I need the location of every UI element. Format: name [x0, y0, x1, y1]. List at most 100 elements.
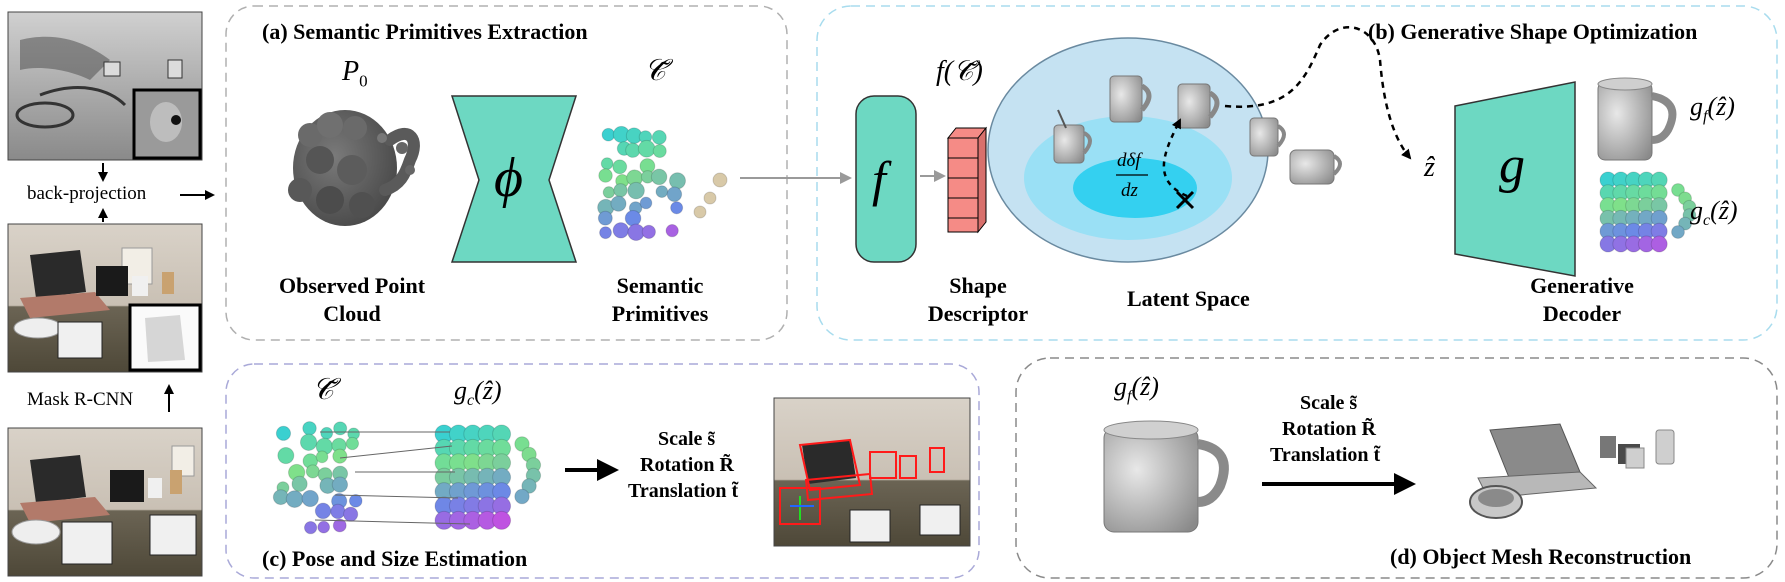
- primitive-sphere: [666, 186, 683, 202]
- primitive-sphere: [637, 139, 656, 158]
- g-symbol: g: [1499, 137, 1525, 194]
- recon-translation-line: Translation t̃: [1270, 444, 1381, 466]
- primitive-sphere: [693, 205, 707, 219]
- primitive-sphere: [1671, 183, 1685, 197]
- primitive-sphere: [303, 520, 318, 535]
- recon-gf-symbol: g: [1114, 372, 1127, 401]
- panel-a-title: (a) Semantic Primitives Extraction: [262, 19, 588, 44]
- primitive-sphere: [291, 475, 308, 492]
- gc-argument: (ẑ): [1710, 196, 1738, 225]
- primitive-sphere: [613, 183, 628, 198]
- pose-gc-symbol: g: [454, 376, 467, 405]
- primitive-sphere: [668, 172, 686, 190]
- primitive-sphere: [655, 185, 669, 198]
- latent-start-cross: [1175, 190, 1195, 210]
- primitive-sphere: [492, 510, 512, 530]
- pose-scale-line: Scale s̃: [658, 428, 716, 450]
- primitive-sphere: [305, 464, 320, 479]
- mask-rcnn-label: Mask R-CNN: [27, 389, 134, 410]
- latent-mugs: [1053, 75, 1342, 185]
- semantic-primitives-cloud: [597, 125, 728, 241]
- pose-semantic-cloud: [272, 421, 363, 535]
- primitive-sphere: [285, 490, 304, 508]
- shape-descriptor-caption: Shape Descriptor: [927, 273, 1029, 326]
- primitive-sphere: [1650, 235, 1668, 253]
- c-tilde-label: 𝒞̃: [644, 54, 666, 87]
- primitive-sphere: [599, 226, 612, 240]
- pose-result-image: [773, 397, 971, 547]
- masked-rgb-image: [7, 223, 203, 373]
- primitive-sphere: [627, 181, 645, 200]
- back-projection-label: back-projection: [27, 183, 147, 204]
- observed-point-cloud-caption: Observed Point Cloud: [278, 273, 426, 326]
- primitive-sphere: [610, 195, 627, 212]
- pose-rotation-line: Rotation R̃: [640, 454, 734, 476]
- primitive-sphere: [301, 489, 319, 508]
- mug-sample-4: [1249, 117, 1286, 157]
- decoded-primitive-mug: [1599, 171, 1697, 253]
- f-network: [855, 95, 917, 263]
- depth-image: [7, 11, 203, 161]
- pose-primitive-mug: [434, 424, 542, 530]
- z-hat-label: ẑ: [1424, 152, 1435, 183]
- pose-c-tilde-label: 𝒞̃: [312, 373, 334, 406]
- recon-gf-label: gf(ẑ): [1114, 372, 1159, 406]
- gf-argument: (ẑ): [1707, 92, 1735, 121]
- recon-rotation-line: Rotation R̃: [1282, 418, 1376, 440]
- primitive-sphere: [625, 142, 641, 158]
- correspondence-lines: [314, 431, 471, 525]
- reconstructed-mug: [1103, 420, 1229, 533]
- primitive-sphere: [299, 433, 318, 451]
- primitive-sphere: [331, 476, 349, 493]
- primitive-sphere: [670, 201, 684, 215]
- p0-label: P0: [342, 56, 368, 92]
- primitive-sphere: [348, 494, 363, 508]
- primitive-sphere: [345, 436, 360, 451]
- primitive-sphere: [712, 172, 728, 188]
- gradient-numerator: dδf: [1117, 150, 1141, 171]
- f-symbol: f: [872, 151, 886, 207]
- primitive-sphere: [514, 488, 530, 505]
- recon-scale-line: Scale s̃: [1300, 392, 1358, 414]
- semantic-primitives-caption: Semantic Primitives: [611, 273, 709, 326]
- panel-b-border: [816, 5, 1778, 341]
- primitive-sphere: [703, 191, 717, 205]
- gc-label: gc(ẑ): [1690, 196, 1738, 230]
- panel-b-title: (b) Generative Shape Optimization: [1368, 19, 1698, 44]
- pose-gc-argument: (ẑ): [474, 376, 502, 405]
- primitive-sphere: [343, 506, 359, 522]
- primitive-sphere: [624, 209, 642, 227]
- primitive-sphere: [332, 448, 348, 464]
- observed-point-cloud: [288, 110, 420, 226]
- primitive-sphere: [314, 502, 332, 520]
- gc-subscript: c: [1703, 212, 1711, 230]
- latent-space-caption: Latent Space: [1127, 286, 1250, 311]
- pose-translation-line: Translation t̃: [628, 480, 739, 502]
- recon-gf-subscript: f: [1127, 388, 1132, 406]
- decoded-mesh-mug: [1597, 77, 1677, 161]
- generative-decoder-caption: Generative Decoder: [1530, 273, 1634, 326]
- primitive-sphere: [612, 159, 628, 175]
- input-rgb-image: [7, 427, 203, 577]
- primitive-sphere: [641, 224, 656, 239]
- primitive-sphere: [320, 426, 334, 440]
- primitive-sphere: [597, 210, 613, 226]
- primitive-sphere: [275, 425, 292, 441]
- primitive-sphere: [277, 447, 295, 465]
- primitive-sphere: [514, 436, 530, 452]
- phi-encoder: [450, 95, 578, 263]
- primitive-sphere: [330, 503, 346, 520]
- primitive-sphere: [317, 520, 331, 534]
- primitive-sphere: [601, 127, 616, 142]
- primitive-sphere: [650, 168, 668, 186]
- gf-symbol: g: [1690, 92, 1703, 121]
- mug-sample-2: [1109, 75, 1152, 123]
- optimization-path: [1162, 118, 1188, 198]
- primitive-sphere: [302, 421, 317, 436]
- primitive-sphere: [1678, 216, 1692, 231]
- primitive-sphere: [651, 129, 667, 145]
- primitive-sphere: [602, 186, 616, 199]
- pose-gc-label: gc(ẑ): [454, 376, 502, 410]
- pose-gc-subscript: c: [467, 392, 475, 410]
